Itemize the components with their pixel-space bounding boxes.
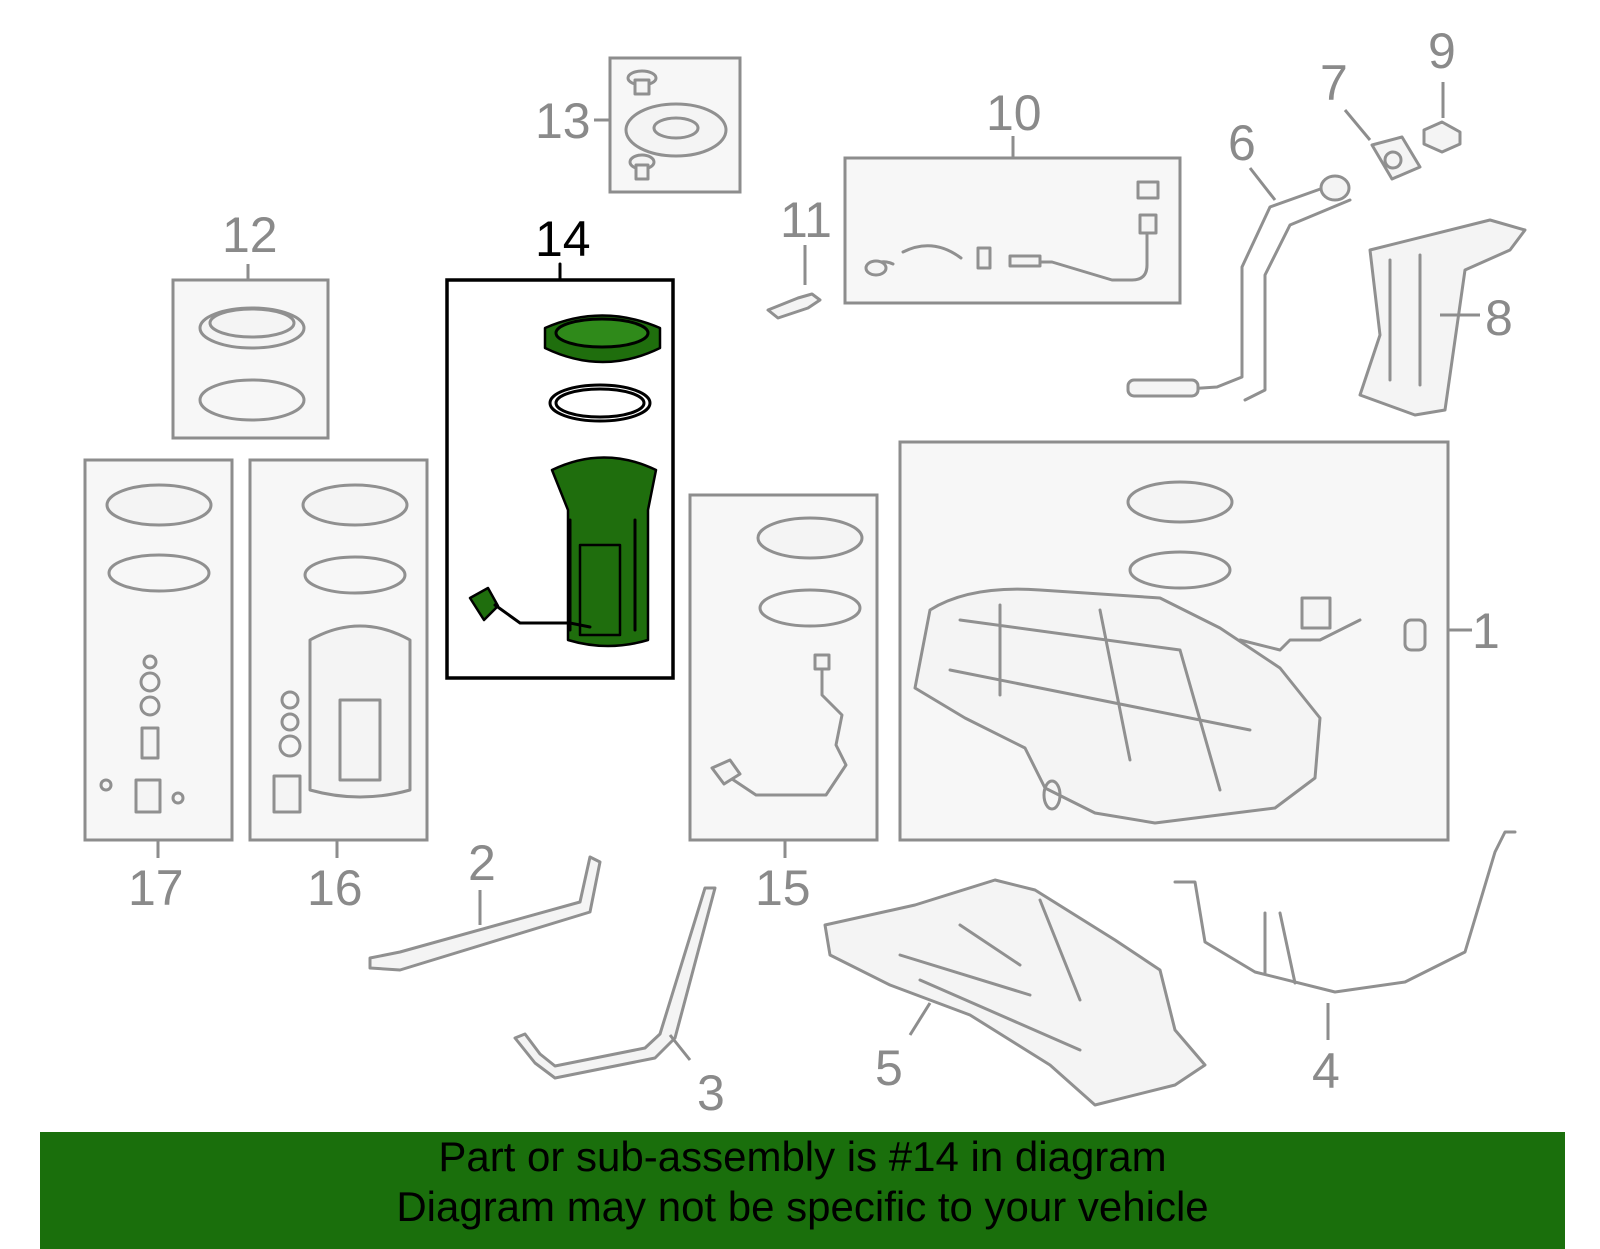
part-14-group: 14 bbox=[445, 211, 675, 680]
part-15-group: 15 bbox=[688, 493, 879, 916]
callout-6[interactable]: 6 bbox=[1228, 115, 1256, 171]
part-3-group: 3 bbox=[513, 886, 725, 1121]
callout-12[interactable]: 12 bbox=[222, 207, 278, 263]
callout-7[interactable]: 7 bbox=[1320, 55, 1348, 111]
part-7-group: 7 bbox=[1320, 55, 1422, 181]
callout-4[interactable]: 4 bbox=[1312, 1043, 1340, 1099]
callout-8[interactable]: 8 bbox=[1485, 290, 1513, 346]
callout-5[interactable]: 5 bbox=[875, 1040, 903, 1096]
callout-16[interactable]: 16 bbox=[307, 860, 363, 916]
part-6-group: 6 bbox=[1126, 115, 1352, 402]
part-11-group: 11 bbox=[766, 192, 832, 320]
banner-line-2: Diagram may not be specific to your vehi… bbox=[396, 1183, 1209, 1230]
part-2-group: 2 bbox=[368, 835, 602, 972]
callout-1[interactable]: 1 bbox=[1472, 603, 1500, 659]
parts-diagram: 13 10 11 6 7 9 bbox=[83, 23, 1527, 1121]
banner-line-1: Part or sub-assembly is #14 in diagram bbox=[438, 1133, 1167, 1180]
callout-17[interactable]: 17 bbox=[128, 860, 184, 916]
part-16-group: 16 bbox=[248, 458, 429, 916]
part-5-group: 5 bbox=[823, 878, 1207, 1107]
part-1-group: 1 bbox=[898, 440, 1500, 842]
callout-10[interactable]: 10 bbox=[986, 85, 1042, 141]
callout-3[interactable]: 3 bbox=[697, 1065, 725, 1121]
part-12-group: 12 bbox=[171, 207, 330, 440]
part-4-group: 4 bbox=[1173, 830, 1517, 1099]
info-banner: Part or sub-assembly is #14 in diagram D… bbox=[40, 1132, 1565, 1249]
callout-2[interactable]: 2 bbox=[468, 835, 496, 891]
callout-9[interactable]: 9 bbox=[1428, 23, 1456, 79]
part-8-group: 8 bbox=[1358, 218, 1527, 417]
part-13-group: 13 bbox=[535, 56, 742, 194]
part-9-group: 9 bbox=[1422, 23, 1462, 154]
callout-14[interactable]: 14 bbox=[535, 211, 591, 267]
callout-13[interactable]: 13 bbox=[535, 93, 591, 149]
part-10-group: 10 bbox=[843, 85, 1182, 305]
part-17-group: 17 bbox=[83, 458, 234, 916]
callout-15[interactable]: 15 bbox=[755, 860, 811, 916]
callout-11[interactable]: 11 bbox=[780, 192, 832, 248]
